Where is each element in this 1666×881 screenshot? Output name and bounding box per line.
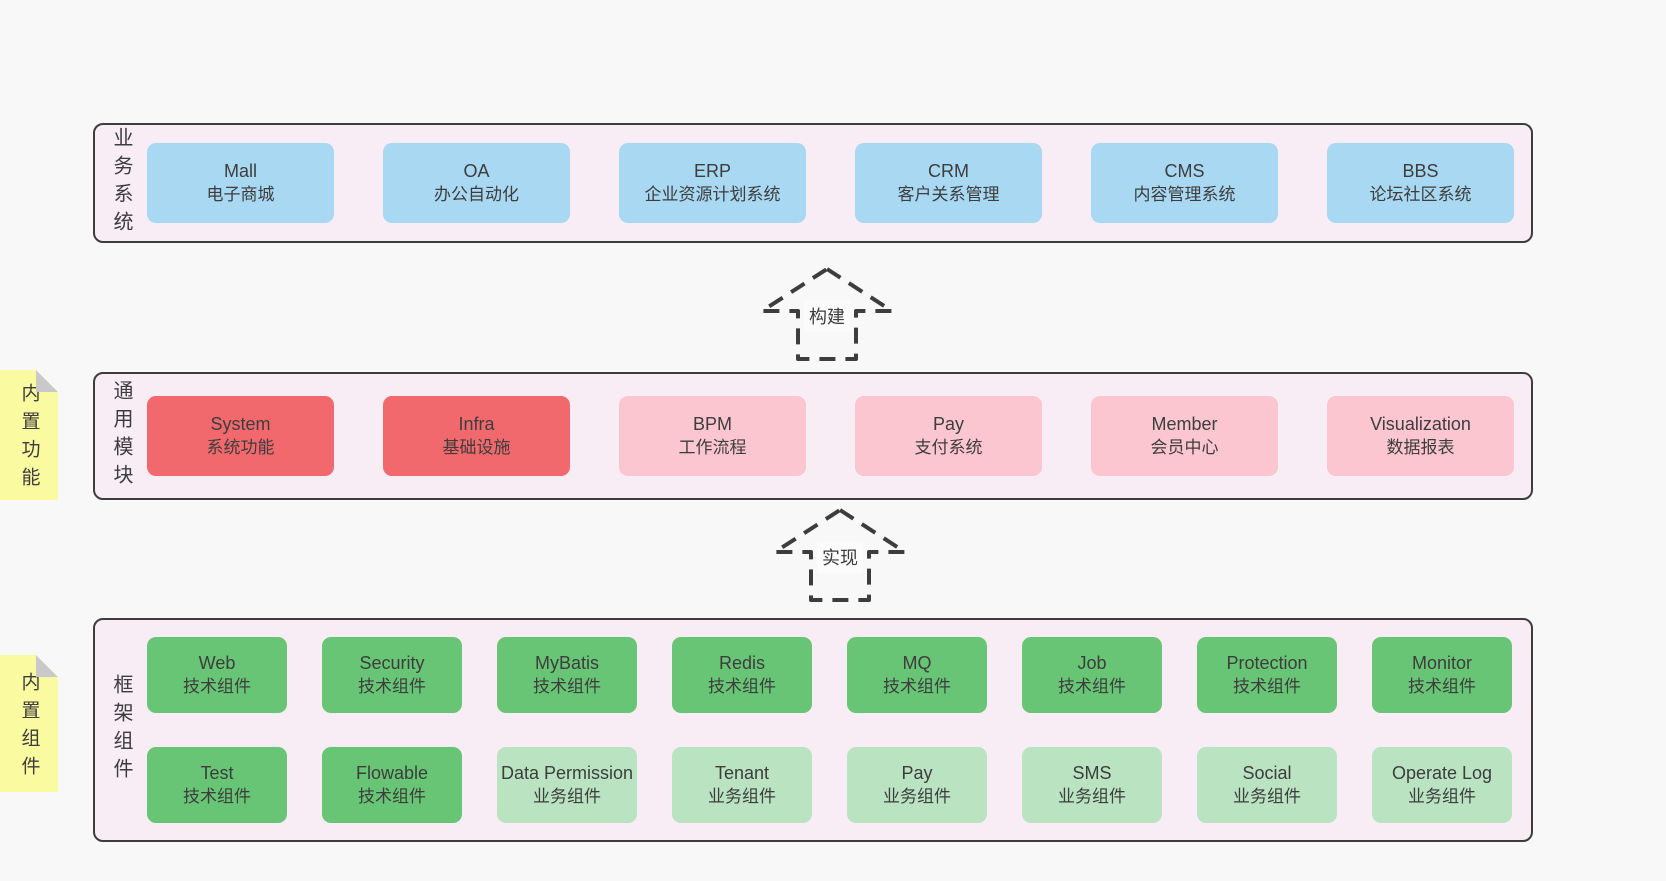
box-mybatis: MyBatis 技术组件 bbox=[497, 637, 637, 713]
box-monitor: Monitor 技术组件 bbox=[1372, 637, 1512, 713]
layer-business-systems: 业务系统 Mall 电子商城 OA 办公自动化 ERP 企业资源计划系统 CRM… bbox=[93, 123, 1533, 243]
component-row-1: Web 技术组件 Security 技术组件 MyBatis 技术组件 Redi… bbox=[147, 637, 1512, 713]
box-tenant: Tenant 业务组件 bbox=[672, 747, 812, 823]
sticky-note-text: 内置组件 bbox=[18, 671, 40, 784]
module-boxes-row: System 系统功能 Infra 基础设施 BPM 工作流程 Pay 支付系统… bbox=[147, 374, 1514, 498]
layer-common-modules: 通用模块 System 系统功能 Infra 基础设施 BPM 工作流程 Pay… bbox=[93, 372, 1533, 500]
box-data-permission: Data Permission 业务组件 bbox=[497, 747, 637, 823]
sticky-note-built-in-components: 内置组件 bbox=[0, 655, 58, 792]
box-flowable: Flowable 技术组件 bbox=[322, 747, 462, 823]
component-rows: Web 技术组件 Security 技术组件 MyBatis 技术组件 Redi… bbox=[147, 620, 1512, 840]
box-oa: OA 办公自动化 bbox=[383, 143, 570, 223]
box-infra: Infra 基础设施 bbox=[383, 396, 570, 476]
box-pay-module: Pay 支付系统 bbox=[855, 396, 1042, 476]
layer-label-framework-components: 框架组件 bbox=[110, 674, 132, 786]
box-bpm: BPM 工作流程 bbox=[619, 396, 806, 476]
box-member: Member 会员中心 bbox=[1091, 396, 1278, 476]
box-test: Test 技术组件 bbox=[147, 747, 287, 823]
sticky-note-built-in-features: 内置功能 bbox=[0, 370, 58, 500]
implement-arrow-label: 实现 bbox=[817, 541, 863, 573]
implement-arrow: 实现 bbox=[765, 505, 915, 605]
component-row-2: Test 技术组件 Flowable 技术组件 Data Permission … bbox=[147, 747, 1512, 823]
sticky-note-text: 内置功能 bbox=[18, 383, 40, 495]
up-arrow-icon bbox=[773, 508, 907, 602]
folded-corner-icon bbox=[36, 655, 58, 677]
box-redis: Redis 技术组件 bbox=[672, 637, 812, 713]
layer-label-common-modules: 通用模块 bbox=[110, 380, 132, 492]
box-mq: MQ 技术组件 bbox=[847, 637, 987, 713]
box-erp: ERP 企业资源计划系统 bbox=[619, 143, 806, 223]
business-boxes-row: Mall 电子商城 OA 办公自动化 ERP 企业资源计划系统 CRM 客户关系… bbox=[147, 125, 1514, 241]
box-job: Job 技术组件 bbox=[1022, 637, 1162, 713]
box-pay-component: Pay 业务组件 bbox=[847, 747, 987, 823]
box-operate-log: Operate Log 业务组件 bbox=[1372, 747, 1512, 823]
box-system: System 系统功能 bbox=[147, 396, 334, 476]
build-arrow: 构建 bbox=[752, 264, 902, 364]
box-cms: CMS 内容管理系统 bbox=[1091, 143, 1278, 223]
folded-corner-icon bbox=[36, 370, 58, 392]
layer-label-business-systems: 业务系统 bbox=[110, 127, 132, 239]
box-web: Web 技术组件 bbox=[147, 637, 287, 713]
box-bbs: BBS 论坛社区系统 bbox=[1327, 143, 1514, 223]
build-arrow-label: 构建 bbox=[804, 300, 850, 332]
box-social: Social 业务组件 bbox=[1197, 747, 1337, 823]
box-crm: CRM 客户关系管理 bbox=[855, 143, 1042, 223]
up-arrow-icon bbox=[760, 267, 894, 361]
box-protection: Protection 技术组件 bbox=[1197, 637, 1337, 713]
box-visualization: Visualization 数据报表 bbox=[1327, 396, 1514, 476]
box-mall: Mall 电子商城 bbox=[147, 143, 334, 223]
box-security: Security 技术组件 bbox=[322, 637, 462, 713]
box-sms: SMS 业务组件 bbox=[1022, 747, 1162, 823]
layer-framework-components: 框架组件 Web 技术组件 Security 技术组件 MyBatis 技术组件… bbox=[93, 618, 1533, 842]
